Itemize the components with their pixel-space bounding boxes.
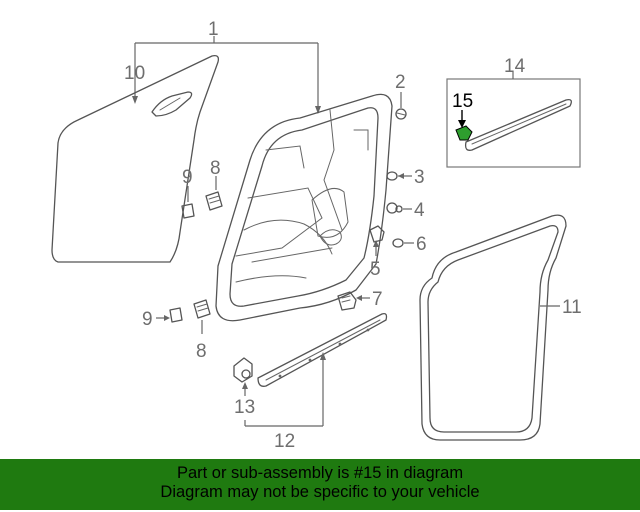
callout-2: 2	[395, 72, 406, 93]
banner-line-1: Part or sub-assembly is #15 in diagram	[176, 464, 464, 482]
clip-15-shape	[455, 125, 473, 141]
callout-8-upper: 8	[210, 158, 221, 179]
pad-9-upper	[181, 186, 195, 219]
outer-door-panel	[51, 54, 220, 263]
callout-11: 11	[562, 297, 582, 318]
molding-box-14	[446, 72, 581, 168]
pad-9-lower	[156, 307, 183, 323]
pad-8-lower	[193, 299, 211, 334]
weatherstrip-11	[419, 214, 567, 441]
sill-rail-12	[244, 312, 388, 427]
callout-15: 15	[452, 91, 473, 112]
callout-13: 13	[234, 397, 255, 418]
callout-3: 3	[414, 167, 425, 188]
callout-10: 10	[124, 63, 145, 84]
clip-15-highlighted[interactable]	[455, 110, 473, 141]
door-parts-diagram: 1 10 2 3 4	[51, 19, 582, 452]
info-banner: Part or sub-assembly is #15 in diagram D…	[0, 459, 640, 510]
callout-9-lower: 9	[142, 309, 153, 330]
plug-3	[386, 171, 412, 181]
ring-6	[392, 238, 414, 248]
callout-1: 1	[208, 19, 219, 40]
bracket-7	[337, 291, 370, 311]
callout-7: 7	[372, 289, 383, 310]
callout-14: 14	[504, 56, 526, 77]
callout-8-lower: 8	[196, 341, 207, 362]
callout-12: 12	[274, 431, 295, 452]
inner-door-frame	[215, 93, 393, 322]
callout-9-upper: 9	[182, 167, 193, 188]
clip-2	[395, 92, 407, 120]
callout-1-bracket	[132, 36, 321, 114]
bumper-5	[369, 225, 385, 256]
roller-13	[233, 357, 253, 396]
callout-4: 4	[414, 200, 425, 221]
banner-line-2: Diagram may not be specific to your vehi…	[160, 483, 480, 501]
pad-8-upper	[205, 176, 223, 211]
grommet-4	[386, 202, 412, 214]
callout-5: 5	[370, 259, 381, 280]
callout-6: 6	[416, 234, 427, 255]
